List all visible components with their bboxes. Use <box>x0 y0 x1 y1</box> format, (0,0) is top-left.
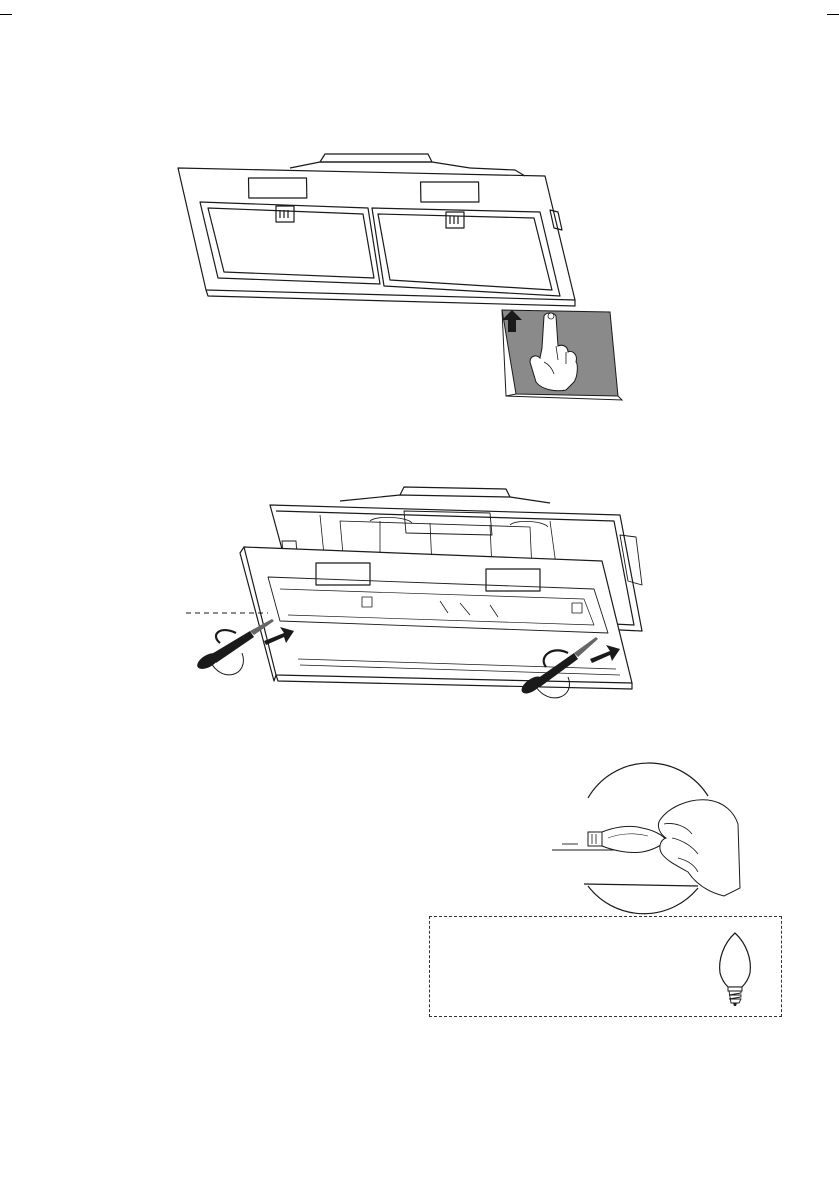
page-corner-mark-left <box>0 0 12 15</box>
hand-unscrew-bulb-icon <box>588 800 740 896</box>
right-filter-clip <box>446 212 464 228</box>
bulb-replacement-illustration <box>548 768 748 913</box>
motor-housing <box>320 154 432 162</box>
page-corner-mark-right <box>827 0 839 15</box>
left-filter-clip <box>276 206 294 222</box>
panel-removal-illustration <box>180 485 660 700</box>
bulb-info-box <box>429 916 782 1017</box>
left-label-plate <box>248 178 306 198</box>
hand-pull-tab-icon <box>502 310 622 400</box>
right-label-plate <box>421 182 479 202</box>
removable-front-panel <box>244 547 632 683</box>
hood-filters-illustration <box>170 150 650 400</box>
right-grease-filter <box>372 208 560 296</box>
candle-bulb-icon <box>710 929 760 1007</box>
